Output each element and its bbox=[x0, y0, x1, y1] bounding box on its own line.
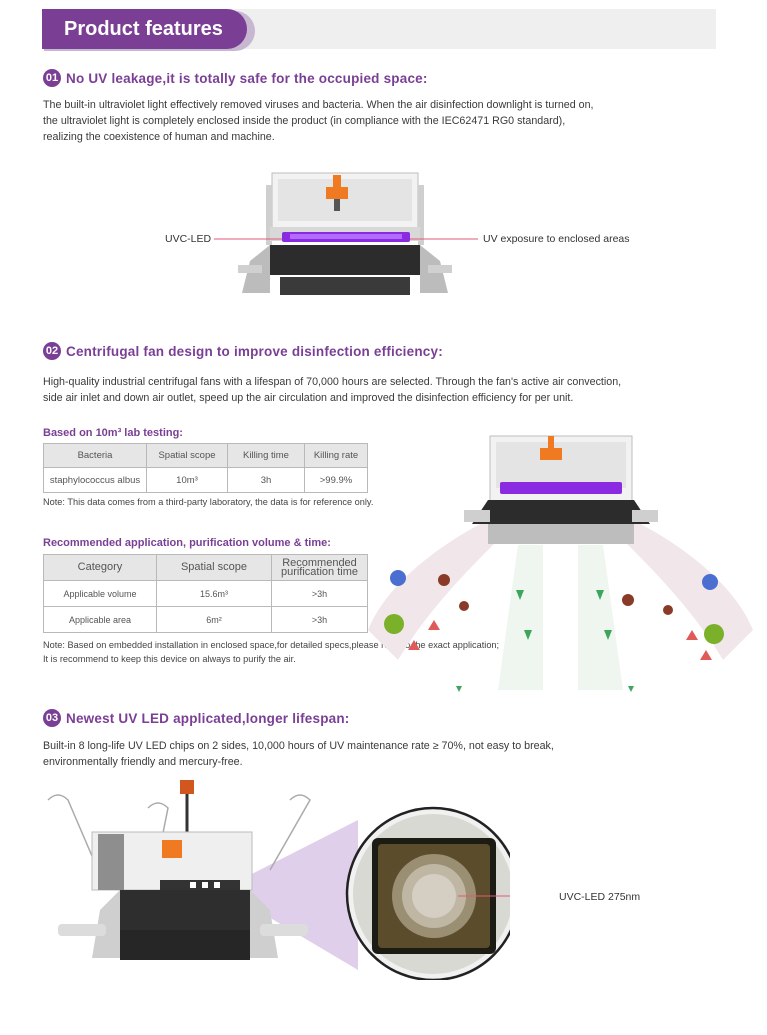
section-description: The built-in ultraviolet light effective… bbox=[43, 97, 723, 145]
table-row: Applicable area 6m² >3h bbox=[43, 606, 368, 633]
uvc-led-275nm-label: UVC-LED 275nm bbox=[559, 891, 641, 903]
table-cell: 15.6m³ bbox=[156, 580, 272, 607]
application-title: Recommended application, purification vo… bbox=[43, 537, 331, 549]
text-line: The built-in ultraviolet light effective… bbox=[43, 99, 594, 111]
table-row: Applicable volume 15.6m³ >3h bbox=[43, 580, 368, 607]
table-row: staphylococcus albus 10m³ 3h >99.9% bbox=[43, 467, 368, 493]
table-cell: Applicable area bbox=[43, 606, 157, 633]
table-cell: >99.9% bbox=[304, 467, 368, 493]
application-note-line: Note: Based on embedded installation in … bbox=[43, 640, 500, 650]
text-line: Built-in 8 long-life UV LED chips on 2 s… bbox=[43, 740, 554, 752]
table-cell: 3h bbox=[227, 467, 305, 493]
section-title: Centrifugal fan design to improve disinf… bbox=[66, 344, 443, 359]
lab-note: Note: This data comes from a third-party… bbox=[43, 497, 374, 507]
airflow-illustration bbox=[368, 435, 753, 692]
application-note-line: It is recommend to keep this device on a… bbox=[43, 654, 296, 664]
downlight-cross-section-image bbox=[214, 172, 478, 295]
table-cell: 10m³ bbox=[146, 467, 228, 493]
table-cell: Applicable volume bbox=[43, 580, 157, 607]
table-cell: staphylococcus albus bbox=[43, 467, 147, 493]
text-line: High-quality industrial centrifugal fans… bbox=[43, 376, 622, 388]
table-header: Recommended purification time bbox=[271, 554, 368, 581]
led-chip-detail-image bbox=[47, 780, 510, 980]
text-line: realizing the coexistence of human and m… bbox=[43, 131, 275, 143]
text-line: side air inlet and down air outlet, spee… bbox=[43, 392, 574, 404]
section-number-badge: 02 bbox=[43, 342, 61, 360]
page-title: Product features bbox=[64, 18, 223, 40]
table-cell: >3h bbox=[271, 606, 368, 633]
lab-testing-title: Based on 10m³ lab testing: bbox=[43, 427, 183, 439]
table-header: Spatial scope bbox=[156, 554, 272, 581]
section-description: High-quality industrial centrifugal fans… bbox=[43, 374, 733, 406]
table-header: Bacteria bbox=[43, 443, 147, 468]
application-table: Category Spatial scope Recommended purif… bbox=[43, 554, 368, 633]
section-title: No UV leakage,it is totally safe for the… bbox=[66, 71, 428, 86]
section-number-badge: 03 bbox=[43, 709, 61, 727]
uvc-led-label: UVC-LED bbox=[165, 233, 212, 245]
lab-test-table: Bacteria Spatial scope Killing time Kill… bbox=[43, 443, 368, 493]
section-title: Newest UV LED applicated,longer lifespan… bbox=[66, 711, 350, 726]
section-number-badge: 01 bbox=[43, 69, 61, 87]
uv-exposure-label: UV exposure to enclosed areas bbox=[483, 233, 630, 245]
table-header: Category bbox=[43, 554, 157, 581]
table-header: Spatial scope bbox=[146, 443, 228, 468]
text-line: the ultraviolet light is completely encl… bbox=[43, 115, 566, 127]
table-cell: 6m² bbox=[156, 606, 272, 633]
text-line: environmentally friendly and mercury-fre… bbox=[43, 756, 243, 768]
table-header: Killing rate bbox=[304, 443, 368, 468]
table-header: Killing time bbox=[227, 443, 305, 468]
section-description: Built-in 8 long-life UV LED chips on 2 s… bbox=[43, 738, 733, 770]
table-cell: >3h bbox=[271, 580, 368, 607]
header-tab bbox=[42, 9, 247, 49]
